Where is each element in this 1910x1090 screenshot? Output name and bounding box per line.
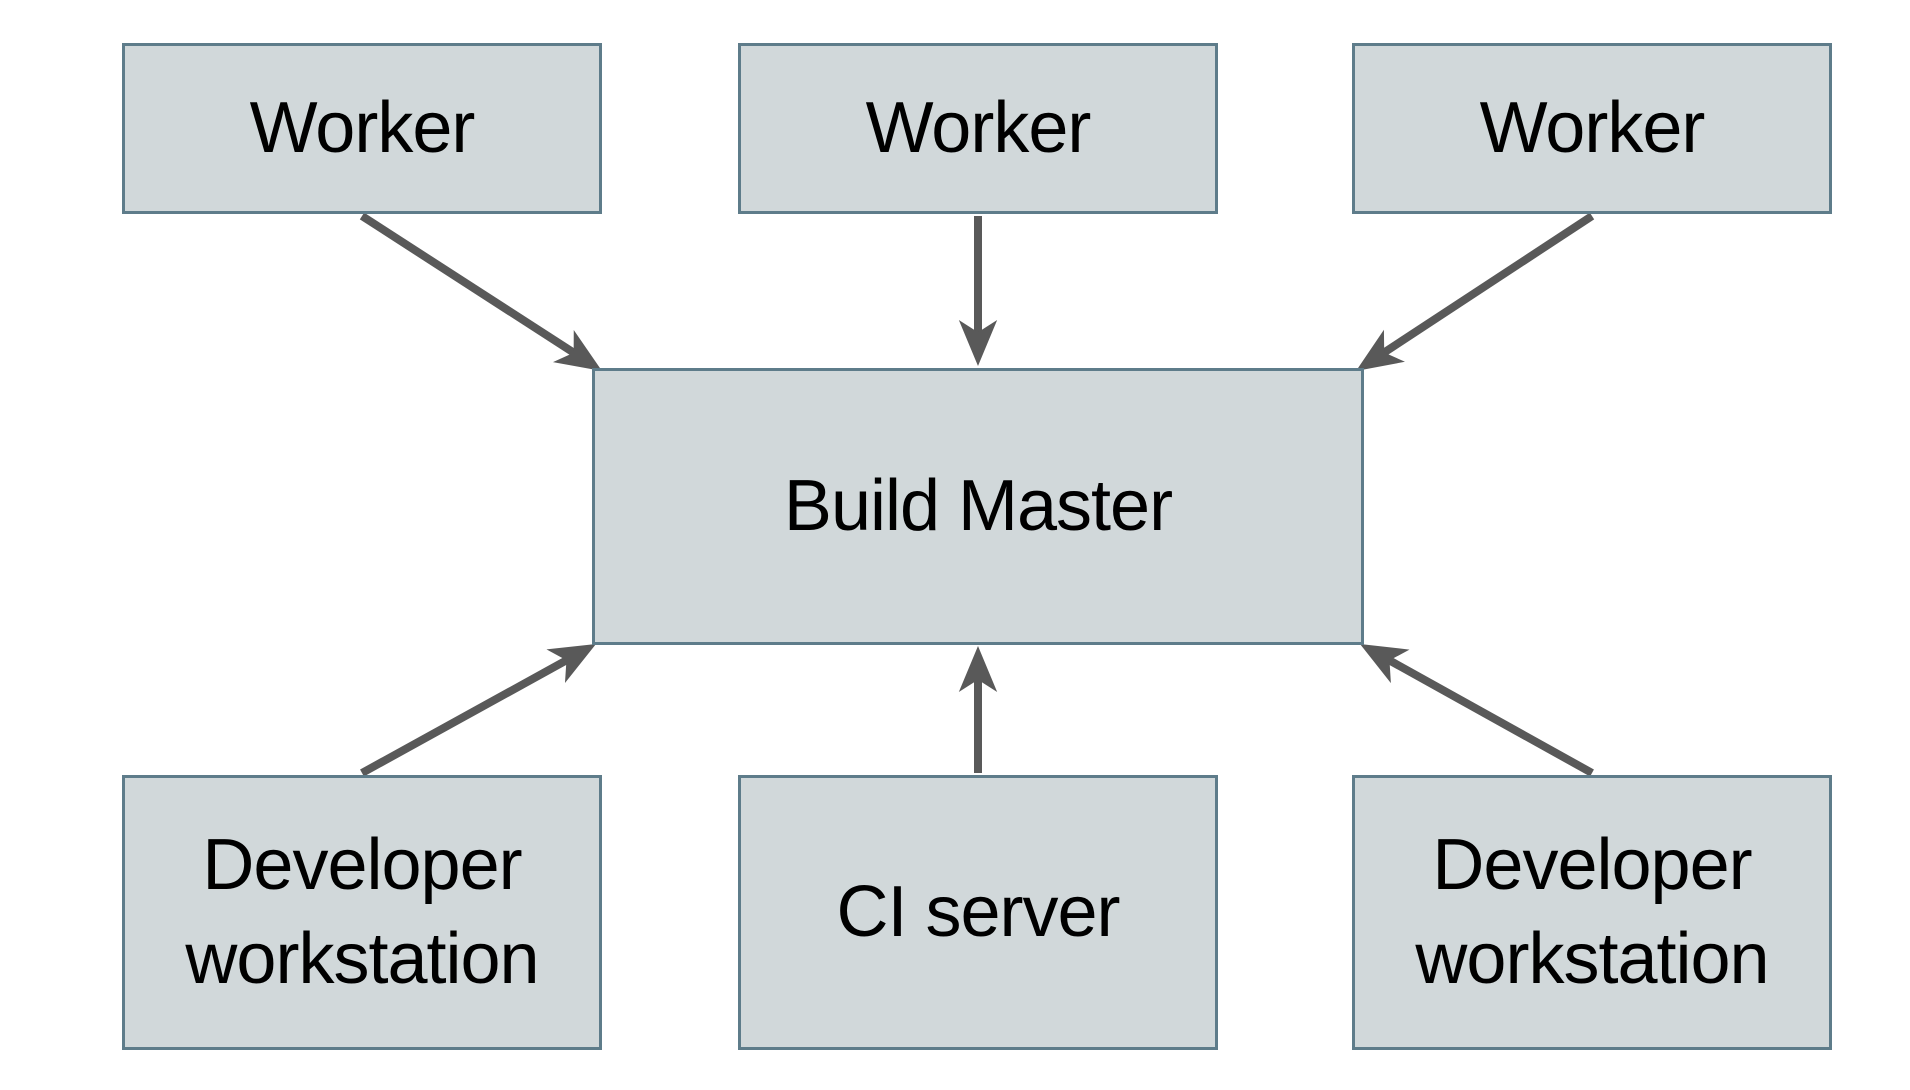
node-developer-workstation-right: Developer workstation xyxy=(1352,775,1832,1050)
arrow-worker-1-to-build-master xyxy=(359,212,603,372)
arrow-worker-3-to-build-master xyxy=(1356,212,1595,372)
node-worker-1-label: Worker xyxy=(249,87,476,168)
node-worker-3-label: Worker xyxy=(1479,87,1706,168)
node-worker-2: Worker xyxy=(738,43,1218,214)
node-build-master: Build Master xyxy=(592,368,1364,645)
node-developer-workstation-left: Developer workstation xyxy=(122,775,602,1050)
arrow-developer-workstation-right-to-build-master xyxy=(1360,643,1594,777)
node-developer-workstation-right-label: Developer workstation xyxy=(1415,824,1769,999)
node-worker-2-label: Worker xyxy=(865,87,1092,168)
node-ci-server-label: CI server xyxy=(836,871,1120,952)
node-build-master-label: Build Master xyxy=(783,465,1173,546)
node-developer-workstation-left-label: Developer workstation xyxy=(185,824,539,999)
node-worker-1: Worker xyxy=(122,43,602,214)
arrow-developer-workstation-left-to-build-master xyxy=(360,644,596,777)
node-ci-server: CI server xyxy=(738,775,1218,1050)
node-worker-3: Worker xyxy=(1352,43,1832,214)
